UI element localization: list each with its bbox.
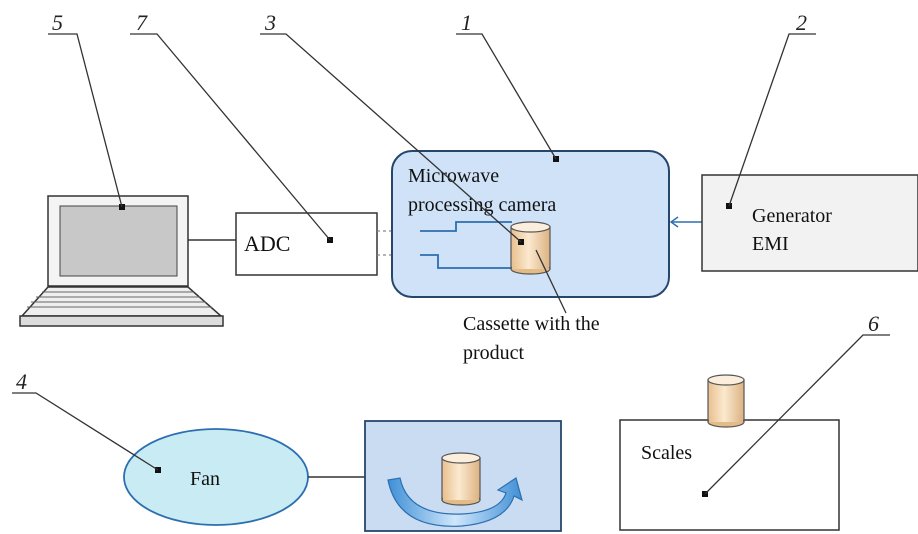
- cassette-cylinder-icon: [510, 221, 551, 275]
- adc-label: ADC: [244, 231, 290, 256]
- callout-number-4: 4: [16, 369, 27, 394]
- callout-number-1: 1: [461, 10, 472, 35]
- callout-number-7: 7: [136, 10, 148, 35]
- generator-label-line2: EMI: [752, 233, 789, 255]
- scales-box: [619, 419, 840, 531]
- camera-label-line2: processing camera: [408, 194, 556, 216]
- generator-box: [701, 174, 918, 272]
- cassette-caption-line2: product: [463, 342, 525, 364]
- leader-line-5: [48, 33, 123, 208]
- arrowhead-icon: [669, 216, 679, 228]
- cassette-caption-line1: Cassette with the: [463, 313, 600, 335]
- leader-line-6: [704, 334, 890, 495]
- leader-lines: [12, 33, 890, 495]
- generator-label-line1: Generator: [752, 205, 832, 227]
- leader-line-3: [260, 33, 522, 243]
- rotation-arrow-icon: [387, 477, 523, 527]
- leader-line-1: [456, 33, 557, 160]
- scales-label: Scales: [641, 442, 692, 464]
- rotation-cylinder-icon: [441, 452, 481, 506]
- leader-line-4: [12, 392, 159, 471]
- scales-cylinder-icon: [707, 374, 745, 428]
- leader-line-7: [130, 33, 331, 241]
- adc-box: [235, 212, 378, 276]
- camera-label-line1: Microwave: [408, 165, 499, 187]
- fan-label: Fan: [190, 468, 220, 490]
- callout-number-2: 2: [796, 10, 807, 35]
- sensor-wire-top: [420, 221, 512, 232]
- callout-number-6: 6: [868, 311, 879, 336]
- laptop-front-edge: [19, 315, 224, 327]
- leader-line-cassette: [535, 249, 567, 314]
- leader-line-2: [728, 33, 816, 207]
- callout-number-5: 5: [52, 10, 63, 35]
- laptop: [19, 195, 224, 327]
- laptop-screen: [59, 205, 178, 277]
- callout-number-3: 3: [264, 10, 276, 35]
- sensor-wire-bottom: [420, 254, 512, 269]
